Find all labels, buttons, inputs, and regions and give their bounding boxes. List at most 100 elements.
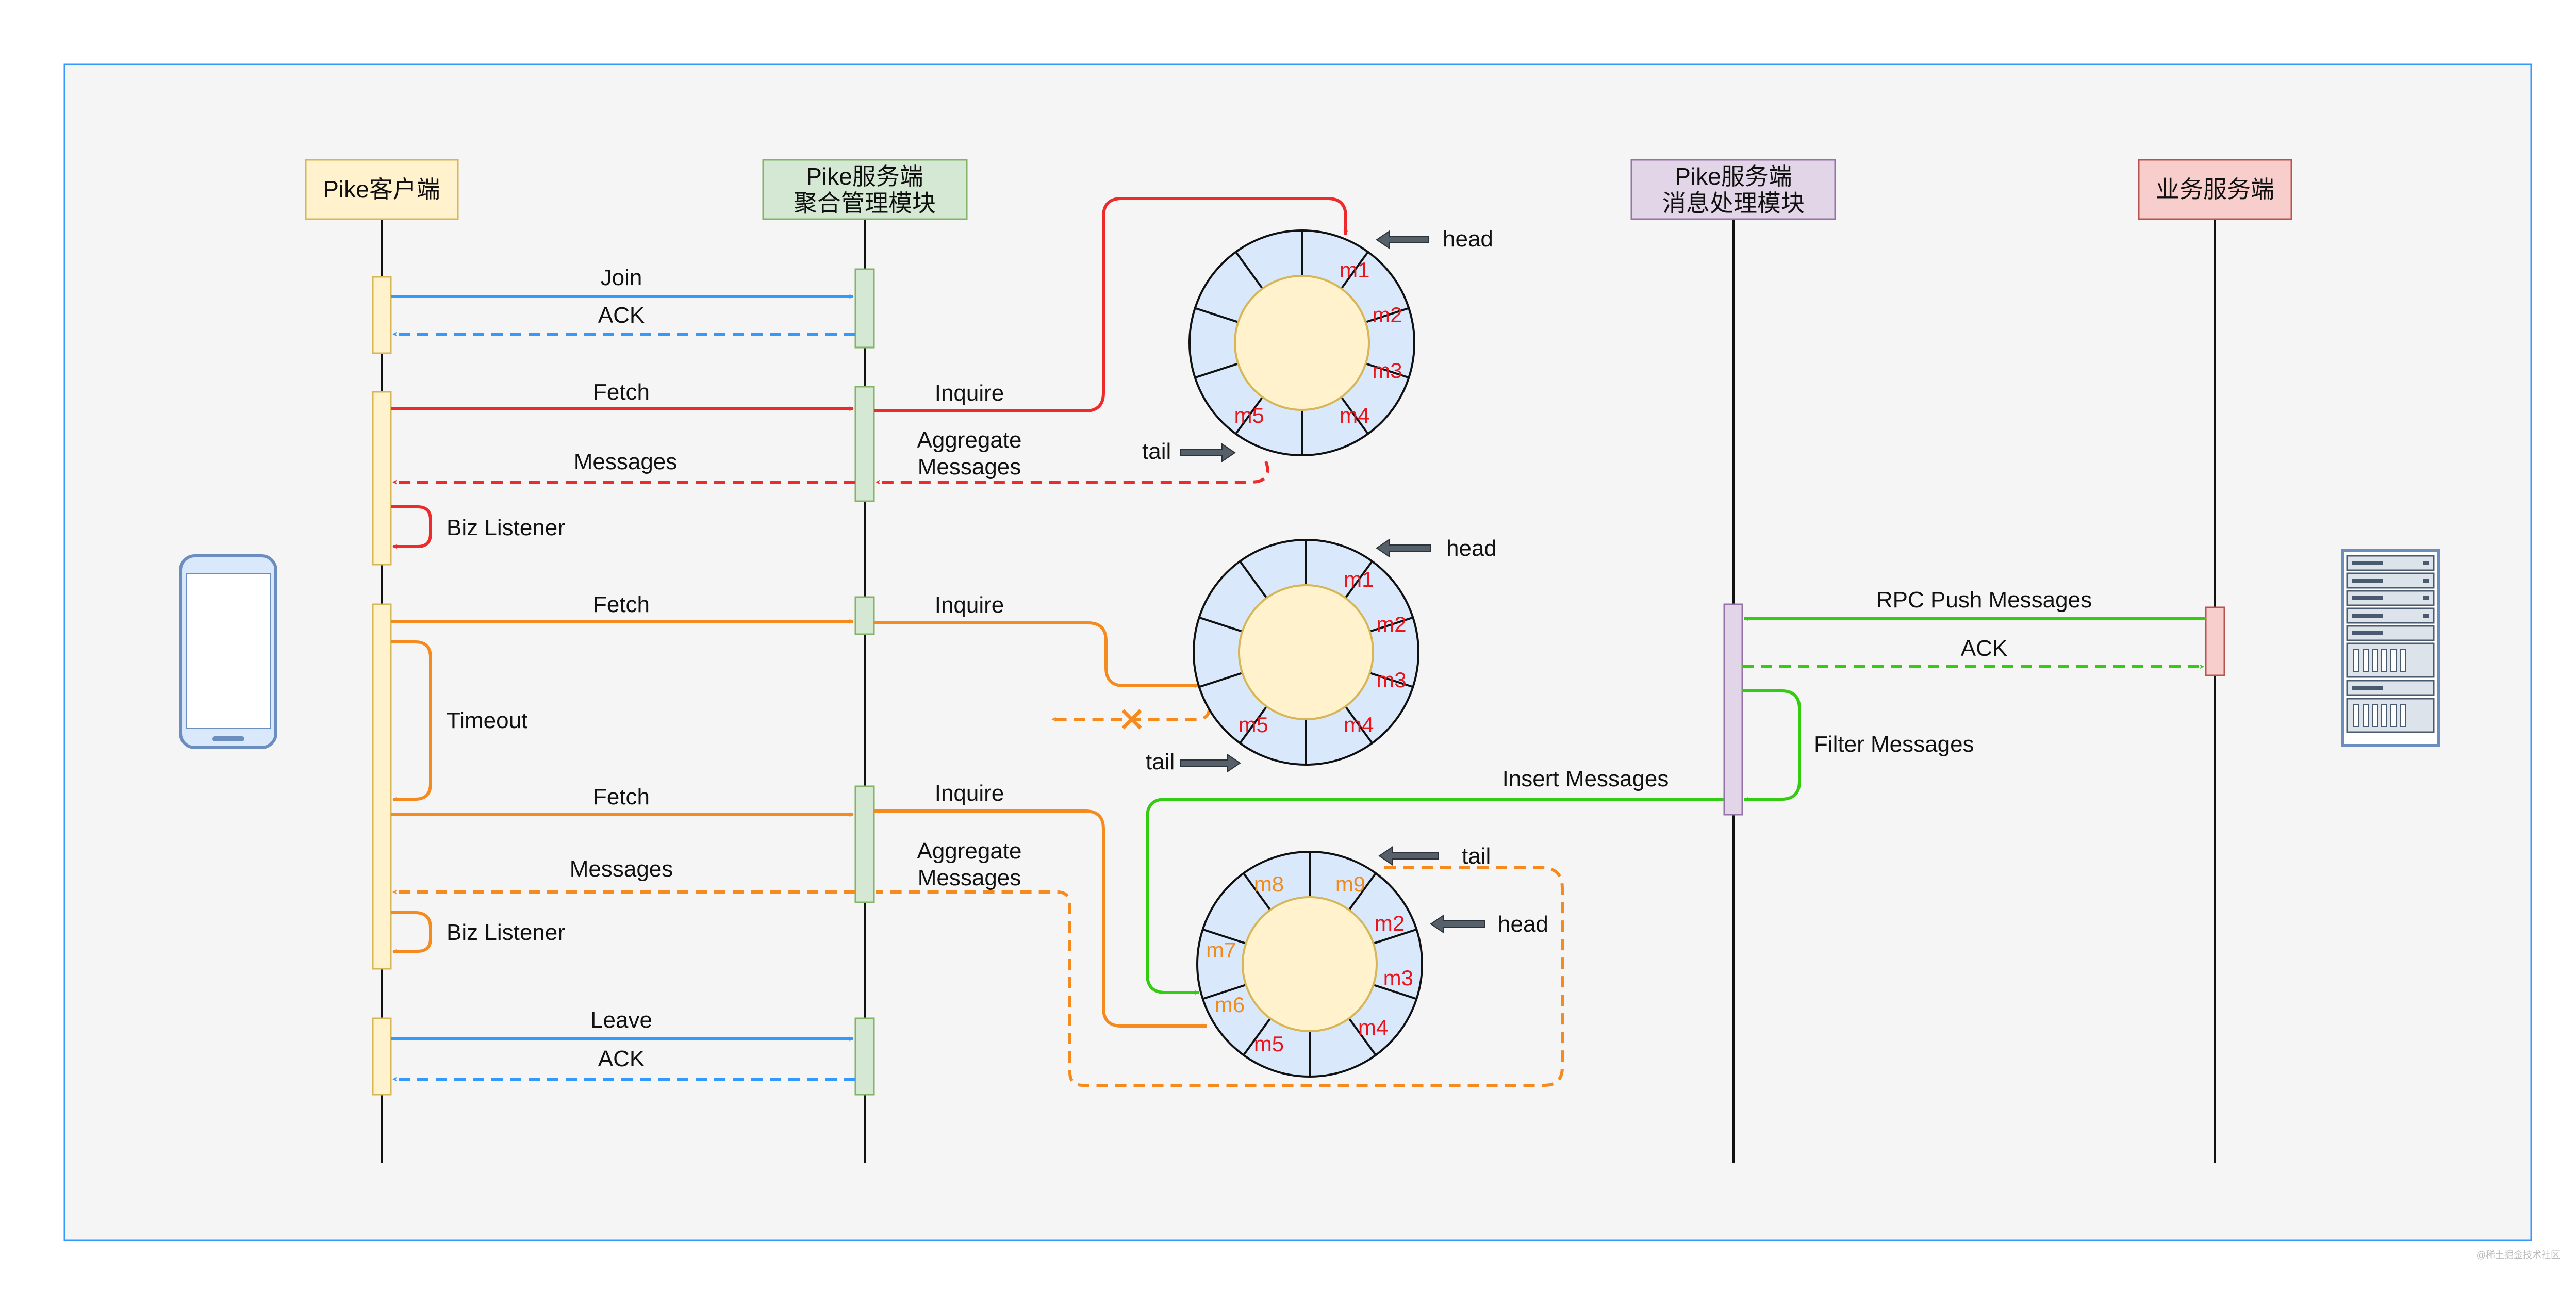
- ring1-divider: [1195, 362, 1239, 379]
- label-insert: Insert Messages: [1502, 766, 1669, 791]
- label-biz-listener1: Biz Listener: [447, 515, 565, 540]
- tail-arrow-ring2: [1180, 753, 1241, 773]
- activation-client-leave: [372, 1017, 392, 1096]
- head-arrow-ring3: [1430, 914, 1485, 934]
- activation-client-join: [372, 276, 392, 354]
- head-label-ring3: head: [1498, 912, 1548, 937]
- participant-aggregation-label-2: 聚合管理模块: [794, 190, 936, 217]
- label-inquire1: Inquire: [935, 381, 1004, 406]
- ring2-slot-m3: m3: [1376, 668, 1406, 692]
- label-ack3: ACK: [1961, 636, 2007, 661]
- ring1-divider: [1340, 396, 1369, 435]
- label-aggregate1-1: Aggregate: [917, 427, 1021, 453]
- activation-agg-fetch3: [854, 785, 875, 903]
- label-fetch1: Fetch: [593, 379, 650, 405]
- activation-agg-fetch1: [854, 386, 875, 502]
- ring2-divider: [1239, 560, 1268, 599]
- arrow-cancelled-result: [1051, 708, 1211, 722]
- phone-icon: [179, 554, 277, 749]
- ring1-slot-m1: m1: [1340, 258, 1369, 282]
- ring3-hub: [1242, 896, 1378, 1032]
- ring1-divider: [1235, 396, 1264, 435]
- ring2-slot-m1: m1: [1344, 567, 1374, 591]
- participant-message-processing-label-2: 消息处理模块: [1662, 190, 1805, 217]
- activation-biz: [2205, 606, 2225, 676]
- ring1-slot-m2: m2: [1372, 303, 1402, 327]
- ring3-slot-m9: m9: [1335, 872, 1365, 896]
- label-aggregate1-2: Messages: [918, 454, 1021, 480]
- head-label-ring1: head: [1443, 226, 1493, 252]
- arrow-insert: [1146, 798, 1724, 995]
- server-rack-icon: [2341, 549, 2440, 747]
- label-aggregate2-2: Messages: [918, 865, 1021, 890]
- label-ack1: ACK: [598, 303, 645, 328]
- activation-agg-join: [854, 268, 875, 349]
- participant-aggregation: Pike服务端 聚合管理模块: [762, 159, 968, 220]
- ring-pointers: head tail head tail tail head: [1142, 226, 1548, 937]
- ring3-slot-m7: m7: [1206, 938, 1236, 962]
- label-inquire3: Inquire: [935, 781, 1004, 806]
- arrow-biz-listener2: [391, 911, 432, 954]
- arrow-inquire2: [874, 621, 1199, 688]
- ring3-slot-m8: m8: [1254, 872, 1284, 896]
- ring3-divider: [1243, 1017, 1272, 1056]
- activation-agg-fetch2: [854, 596, 875, 635]
- participant-message-processing: Pike服务端 消息处理模块: [1630, 159, 1836, 220]
- label-filter: Filter Messages: [1814, 732, 1974, 757]
- label-fetch2: Fetch: [593, 592, 650, 617]
- cross-icon: [1121, 709, 1142, 730]
- ring3-divider: [1373, 984, 1417, 1000]
- arrow-timeout: [391, 640, 432, 802]
- ring1-divider: [1340, 251, 1369, 290]
- ring1-divider: [1365, 307, 1409, 323]
- ring3-divider: [1202, 984, 1246, 1000]
- label-messages2: Messages: [570, 856, 673, 882]
- message-labels: Join ACK Fetch Inquire Aggregate Message…: [447, 265, 2092, 1071]
- participant-client: Pike客户端: [305, 159, 459, 220]
- ring2-divider: [1369, 672, 1413, 688]
- ring3-slot-m2: m2: [1375, 911, 1405, 935]
- ring2-divider: [1344, 705, 1373, 744]
- ring2-hub: [1238, 584, 1374, 720]
- tail-arrow-ring1: [1180, 443, 1236, 462]
- ring2-slot-m5: m5: [1239, 713, 1268, 737]
- ring3-divider: [1202, 928, 1246, 945]
- ring1-divider: [1235, 251, 1264, 290]
- label-aggregate2-1: Aggregate: [917, 838, 1021, 864]
- arrow-filter: [1742, 689, 1801, 802]
- tail-label-ring1: tail: [1142, 439, 1171, 464]
- head-arrow-ring1: [1376, 230, 1429, 250]
- ring1-divider: [1365, 362, 1409, 379]
- ring3-slot-m6: m6: [1215, 993, 1245, 1017]
- ring2-divider: [1369, 616, 1413, 633]
- ring3-slot-m5: m5: [1254, 1032, 1284, 1056]
- ring3-divider: [1373, 928, 1417, 945]
- ring2-divider: [1239, 705, 1268, 744]
- ring2-divider: [1344, 560, 1373, 599]
- ring3-slot-m4: m4: [1358, 1015, 1388, 1039]
- participant-business: 业务服务端: [2138, 159, 2292, 220]
- ring2-slot-m2: m2: [1376, 612, 1406, 636]
- watermark: @稀土掘金技术社区: [2476, 1250, 2560, 1260]
- arrow-aggregate1: [876, 460, 1269, 485]
- head-label-ring2: head: [1446, 536, 1497, 561]
- participant-aggregation-label-1: Pike服务端: [806, 163, 923, 190]
- ring1-divider: [1195, 307, 1239, 323]
- activation-bars: [372, 268, 2225, 1096]
- label-rpc-push: RPC Push Messages: [1876, 587, 2092, 613]
- label-inquire2: Inquire: [935, 592, 1004, 618]
- label-ack2: ACK: [598, 1046, 645, 1071]
- label-messages1: Messages: [574, 449, 678, 474]
- activation-msg: [1723, 603, 1743, 816]
- label-join: Join: [601, 265, 642, 290]
- head-arrow-ring2: [1376, 538, 1431, 558]
- arrow-biz-listener1: [391, 505, 432, 549]
- arrow-inquire1: [874, 197, 1348, 412]
- tail-label-ring3: tail: [1462, 844, 1491, 869]
- activation-agg-leave: [854, 1017, 875, 1096]
- label-leave: Leave: [590, 1007, 652, 1033]
- ring2-divider: [1199, 616, 1243, 633]
